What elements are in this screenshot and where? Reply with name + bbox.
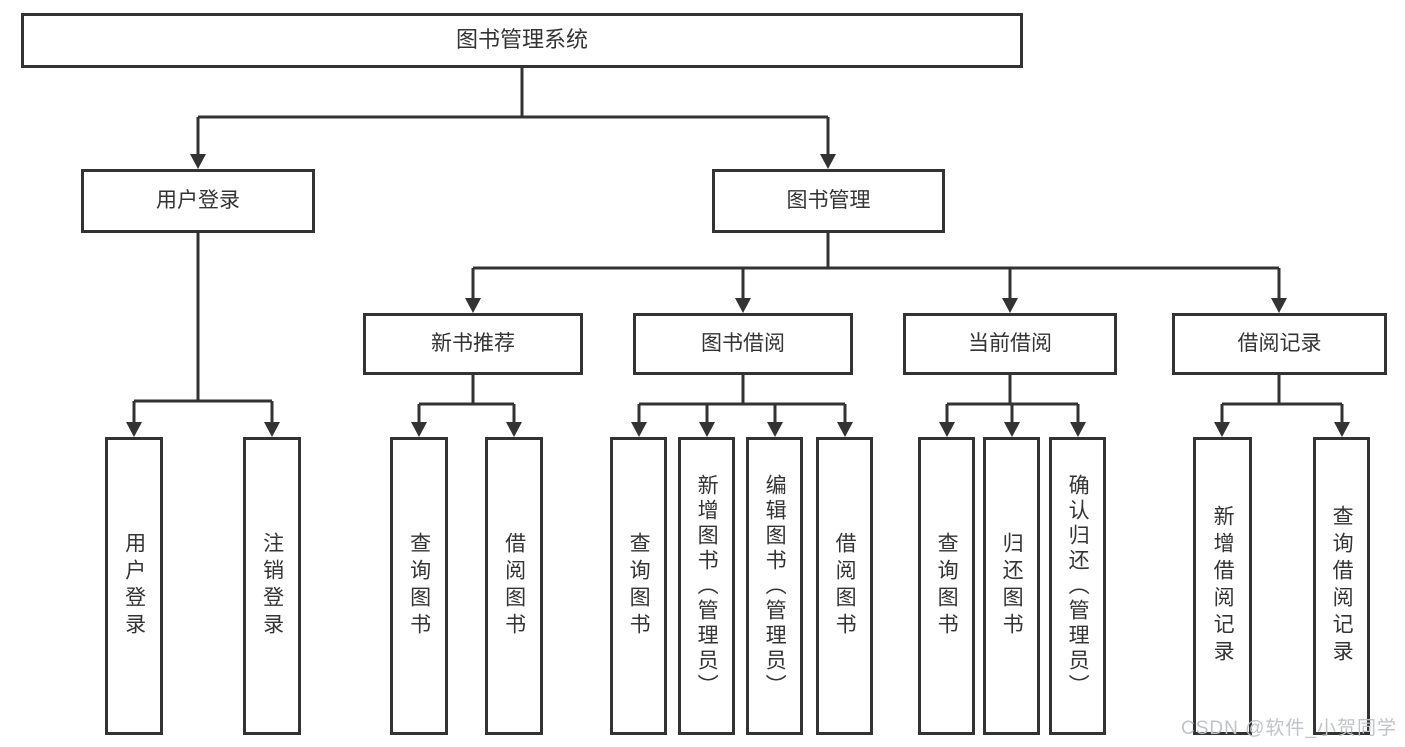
node-label: 图书借阅 bbox=[701, 332, 785, 356]
leaf-query-books-current: 查询图书 bbox=[918, 437, 975, 735]
node-label: 借阅记录 bbox=[1237, 332, 1322, 356]
node-label: 注销登录 bbox=[260, 532, 284, 640]
node-label: 当前借阅 bbox=[968, 332, 1052, 356]
node-borrowing-records: 借阅记录 bbox=[1172, 313, 1387, 375]
node-label: 查询图书 bbox=[935, 532, 959, 640]
leaf-borrow-books-borrowing: 借阅图书 bbox=[816, 437, 873, 735]
leaf-query-books-recommend: 查询图书 bbox=[390, 437, 448, 735]
leaf-borrow-books-recommend: 借阅图书 bbox=[485, 437, 543, 735]
leaf-user-login: 用户登录 bbox=[105, 437, 163, 735]
leaf-add-borrow-record: 新增借阅记录 bbox=[1193, 437, 1252, 735]
node-label: 借阅图书 bbox=[833, 532, 857, 640]
node-label: 图书管理系统 bbox=[455, 27, 588, 53]
node-label: 查询借阅记录 bbox=[1330, 505, 1354, 667]
leaf-return-books: 归还图书 bbox=[983, 437, 1040, 735]
node-label: 归还图书 bbox=[1000, 532, 1024, 640]
node-label: 借阅图书 bbox=[502, 532, 526, 640]
leaf-add-books-admin: 新增图书（管理员） bbox=[678, 437, 735, 735]
node-user-login: 用户登录 bbox=[81, 169, 315, 233]
leaf-edit-books-admin: 编辑图书（管理员） bbox=[746, 437, 803, 735]
node-label: 用户登录 bbox=[122, 532, 146, 640]
leaf-query-books-borrowing: 查询图书 bbox=[610, 437, 667, 735]
node-new-book-recommend: 新书推荐 bbox=[363, 313, 583, 375]
csdn-watermark: CSDN @软件_小贺同学 bbox=[1181, 718, 1397, 739]
arrowheads bbox=[126, 154, 1350, 437]
leaf-confirm-return-admin: 确认归还（管理员） bbox=[1049, 437, 1106, 735]
node-label: 查询图书 bbox=[407, 532, 431, 640]
node-label: 确认归还（管理员） bbox=[1066, 473, 1090, 699]
node-label: 新书推荐 bbox=[431, 332, 515, 356]
node-book-borrowing: 图书借阅 bbox=[633, 313, 853, 375]
leaf-query-borrow-record: 查询借阅记录 bbox=[1313, 437, 1370, 735]
node-label: 用户登录 bbox=[156, 189, 240, 213]
leaf-logout: 注销登录 bbox=[243, 437, 301, 735]
node-label: 编辑图书（管理员） bbox=[763, 473, 787, 699]
node-current-borrowing: 当前借阅 bbox=[903, 313, 1117, 375]
node-label: 查询图书 bbox=[627, 532, 651, 640]
node-label: 图书管理 bbox=[786, 189, 871, 213]
node-library-management-system: 图书管理系统 bbox=[21, 13, 1023, 68]
node-book-management: 图书管理 bbox=[712, 169, 945, 233]
node-label: 新增图书（管理员） bbox=[695, 473, 719, 699]
node-label: 新增借阅记录 bbox=[1211, 505, 1235, 667]
